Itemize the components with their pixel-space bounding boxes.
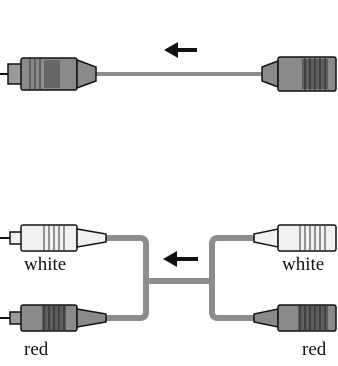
top-left-connector [0,57,97,91]
bottom-cable [0,224,337,332]
arrow-left-icon [164,42,197,58]
label-white-left: white [24,254,67,275]
arrow-left-icon [163,251,198,267]
white-jack-right [253,224,337,252]
label-white-right: white [282,254,325,275]
white-plug-left [0,224,107,252]
bottom-cable-wires [106,235,254,321]
top-right-connector [261,56,337,92]
label-red-left: red [24,339,49,360]
top-cable [0,42,337,92]
red-jack-right [253,304,337,332]
label-red-right: red [302,339,327,360]
red-plug-left [0,304,107,332]
